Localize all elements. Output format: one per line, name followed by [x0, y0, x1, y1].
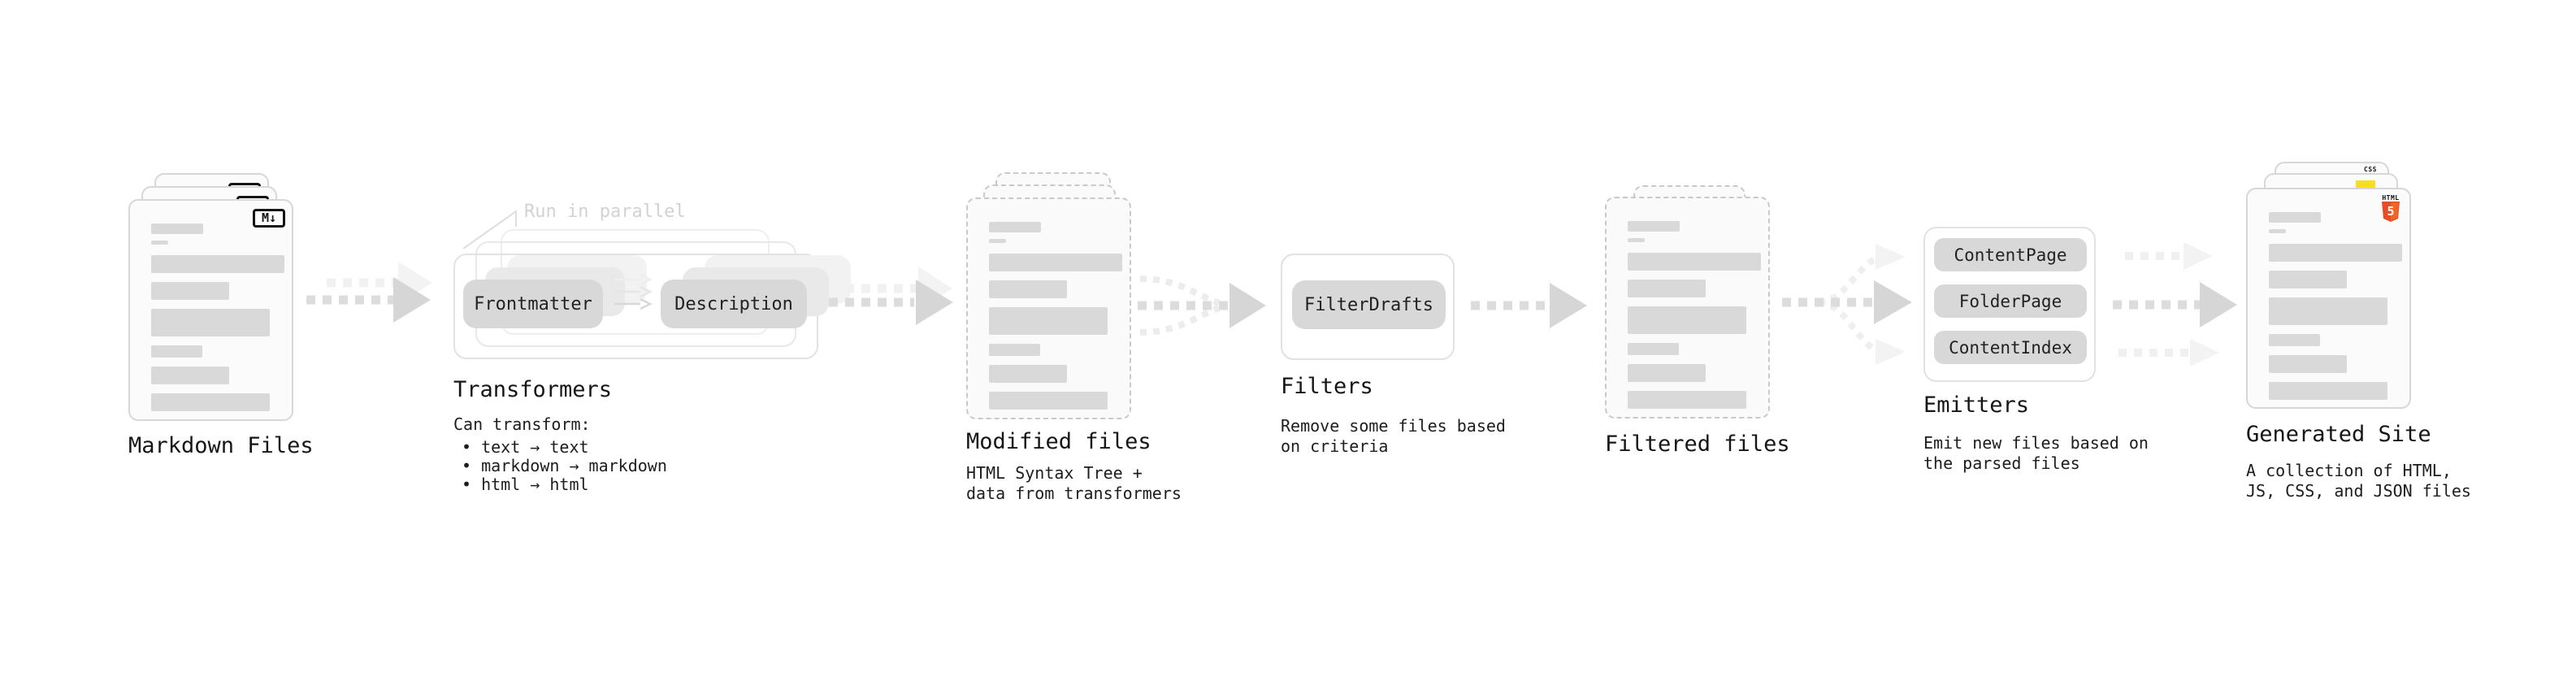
transformers-bullet: • markdown → markdown [462, 456, 667, 475]
markdown-icon: M↓ [253, 209, 285, 228]
generated-site-label: Generated Site [2246, 422, 2431, 447]
doc-skeleton [151, 223, 284, 411]
filters-desc: Remove some files based [1281, 416, 1506, 436]
html5-icon: HTML 5 [2379, 194, 2402, 226]
generated-site-desc: A collection of HTML, [2246, 461, 2452, 480]
description-pill: Description [661, 280, 807, 328]
markdown-doc-front: M↓ [128, 199, 293, 421]
transformers-desc-title: Can transform: [453, 414, 591, 434]
transformers-label: Transformers [453, 377, 613, 402]
connector-filters-to-filtered [1471, 283, 1587, 328]
filters-label: Filters [1281, 374, 1373, 399]
doc-skeleton [1628, 221, 1761, 409]
transformers-bullet: • text → text [462, 437, 589, 457]
emitters-label: Emitters [1923, 393, 2030, 418]
connector-modified-to-filters [1138, 275, 1266, 336]
emitters-desc: Emit new files based on [1923, 433, 2149, 453]
transformers-bullet: • html → html [462, 475, 589, 494]
markdown-files-label: Markdown Files [128, 433, 314, 458]
contentpage-pill: ContentPage [1934, 238, 2087, 271]
connector-markdown-to-transformers [306, 262, 432, 323]
generated-site-desc: JS, CSS, and JSON files [2246, 481, 2471, 501]
modified-files-label: Modified files [966, 429, 1151, 454]
filtered-files-label: Filtered files [1605, 432, 1790, 457]
modified-files-desc: HTML Syntax Tree + [966, 463, 1143, 483]
parallel-arrows-icon [614, 273, 653, 310]
contentindex-pill: ContentIndex [1934, 331, 2087, 364]
frontmatter-pill: Frontmatter [463, 280, 603, 328]
modified-doc-front [966, 197, 1131, 419]
emitters-desc: the parsed files [1923, 453, 2080, 473]
doc-skeleton [989, 222, 1122, 410]
modified-files-desc: data from transformers [966, 484, 1182, 503]
run-in-parallel-note: Run in parallel [524, 202, 686, 222]
svg-text:5: 5 [2387, 204, 2394, 219]
filters-desc: on criteria [1281, 436, 1389, 456]
connector-filtered-to-emitters [1782, 244, 1912, 365]
run-in-parallel-leader [462, 210, 517, 249]
connector-transformers-to-modified [829, 267, 953, 325]
filterdrafts-pill: FilterDrafts [1292, 280, 1446, 329]
folderpage-pill: FolderPage [1934, 284, 2087, 318]
generated-doc-front: HTML 5 [2246, 188, 2411, 409]
doc-skeleton [2269, 212, 2402, 400]
connector-emitters-to-generated [2113, 242, 2237, 367]
filtered-doc-front [1605, 197, 1770, 419]
